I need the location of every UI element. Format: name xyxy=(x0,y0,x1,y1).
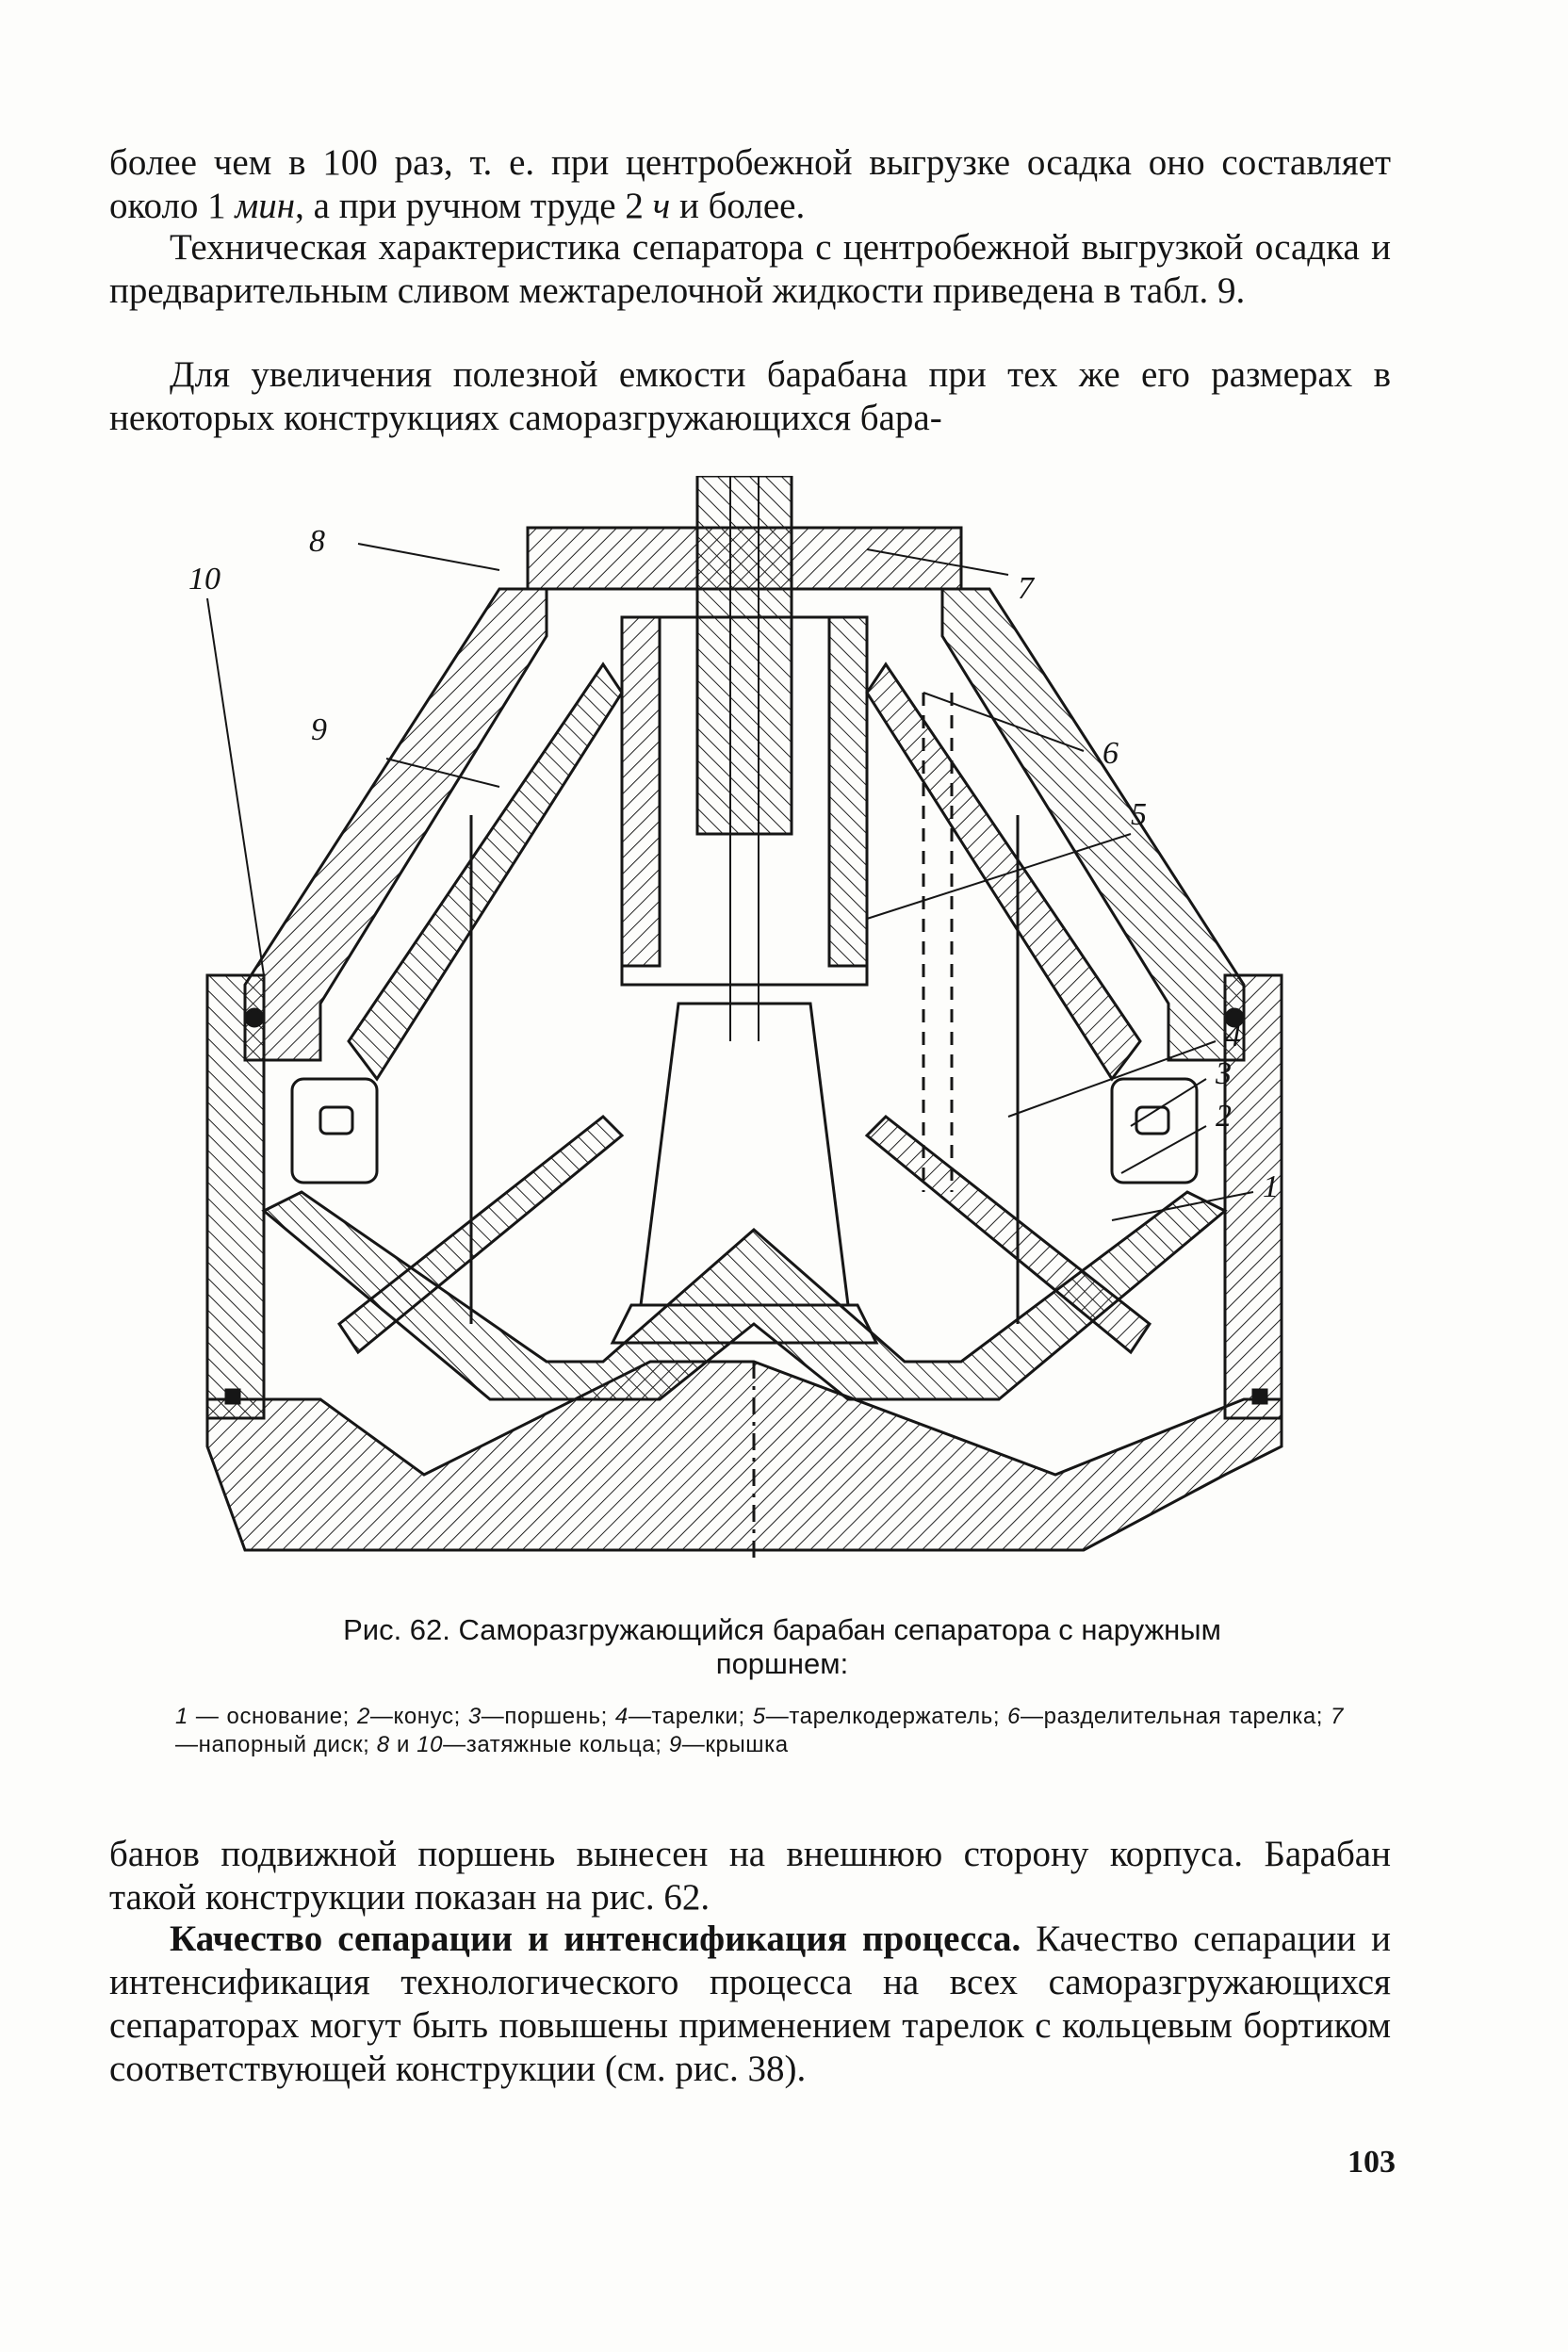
legend-num-9: 9 xyxy=(668,1732,682,1757)
caption-line-1: Рис. 62. Саморазгружающийся барабан сепа… xyxy=(343,1613,1221,1646)
callout-7: 7 xyxy=(1018,571,1036,606)
legend-num-10: 10 xyxy=(416,1732,444,1757)
callout-5: 5 xyxy=(1131,797,1147,832)
callout-6: 6 xyxy=(1102,736,1119,771)
section-heading: Качество сепарации и интенсификация проц… xyxy=(170,1919,1021,1959)
legend-text-5: —тарелкодержатель; xyxy=(765,1704,1008,1729)
legend-text-2: —конус; xyxy=(369,1704,468,1729)
p1-line2b: , а при ручном труде 2 xyxy=(295,186,653,226)
paragraph-1: более чем в 100 раз, т. е. при центробеж… xyxy=(109,141,1391,228)
callout-1: 1 xyxy=(1263,1169,1279,1204)
legend-text-6: —разделительная тарелка; xyxy=(1021,1704,1331,1729)
legend-num-2: 2 xyxy=(356,1704,370,1729)
p1-line2a: составляет около 1 xyxy=(109,142,1391,226)
legend-num-1: 1 xyxy=(175,1704,188,1729)
legend-num-7: 7 xyxy=(1331,1704,1344,1729)
legend-text-9: —крышка xyxy=(681,1732,789,1757)
p1-unit-min: мин xyxy=(235,186,296,226)
figure-legend: 1 — основание; 2—конус; 3—поршень; 4—тар… xyxy=(175,1703,1344,1759)
callout-3: 3 xyxy=(1215,1056,1232,1091)
p1-line1: более чем в 100 раз, т. е. при центробеж… xyxy=(109,142,1205,183)
legend-num-3: 3 xyxy=(467,1704,482,1729)
legend-text-4: —тарелки; xyxy=(628,1704,753,1729)
figure-caption: Рис. 62. Саморазгружающийся барабан сепа… xyxy=(236,1613,1329,1681)
paragraph-4: банов подвижной поршень вынесен на внешн… xyxy=(109,1834,1391,1918)
legend-text-7: —напорный диск; xyxy=(175,1732,377,1757)
legend-text-3: —поршень; xyxy=(481,1704,615,1729)
legend-text-10: —затяжные кольца; xyxy=(443,1732,669,1757)
legend-text-8: и xyxy=(389,1732,417,1757)
figure-callouts: 8 7 9 6 5 10 4 3 2 1 xyxy=(188,524,1279,1204)
callout-8: 8 xyxy=(309,524,325,559)
callout-4: 4 xyxy=(1225,1019,1241,1054)
legend-num-4: 4 xyxy=(614,1704,629,1729)
callout-10: 10 xyxy=(188,562,220,596)
legend-num-6: 6 xyxy=(1007,1704,1021,1729)
legend-text-1: — основание; xyxy=(188,1704,357,1729)
p1-line2c: и более. xyxy=(670,186,806,226)
callout-9: 9 xyxy=(311,712,327,747)
paragraph-5-body: Качество сепарации и интенсификация техн… xyxy=(109,1919,1392,2089)
caption-line-2: поршнем: xyxy=(715,1647,849,1680)
separator-drum-drawing: 8 7 9 6 5 10 4 3 2 1 xyxy=(188,476,1283,1560)
legend-num-5: 5 xyxy=(752,1704,766,1729)
paragraph-5: Качество сепарации и интенсификация проц… xyxy=(109,1918,1391,2091)
legend-num-8: 8 xyxy=(376,1732,390,1757)
paragraph-3: Для увеличения полезной емкости барабана… xyxy=(109,354,1391,438)
callout-2: 2 xyxy=(1216,1099,1232,1134)
p1-unit-h: ч xyxy=(652,186,671,226)
paragraph-2: Техническая характеристика сепаратора с … xyxy=(109,227,1391,311)
page-number: 103 xyxy=(1348,2145,1396,2180)
